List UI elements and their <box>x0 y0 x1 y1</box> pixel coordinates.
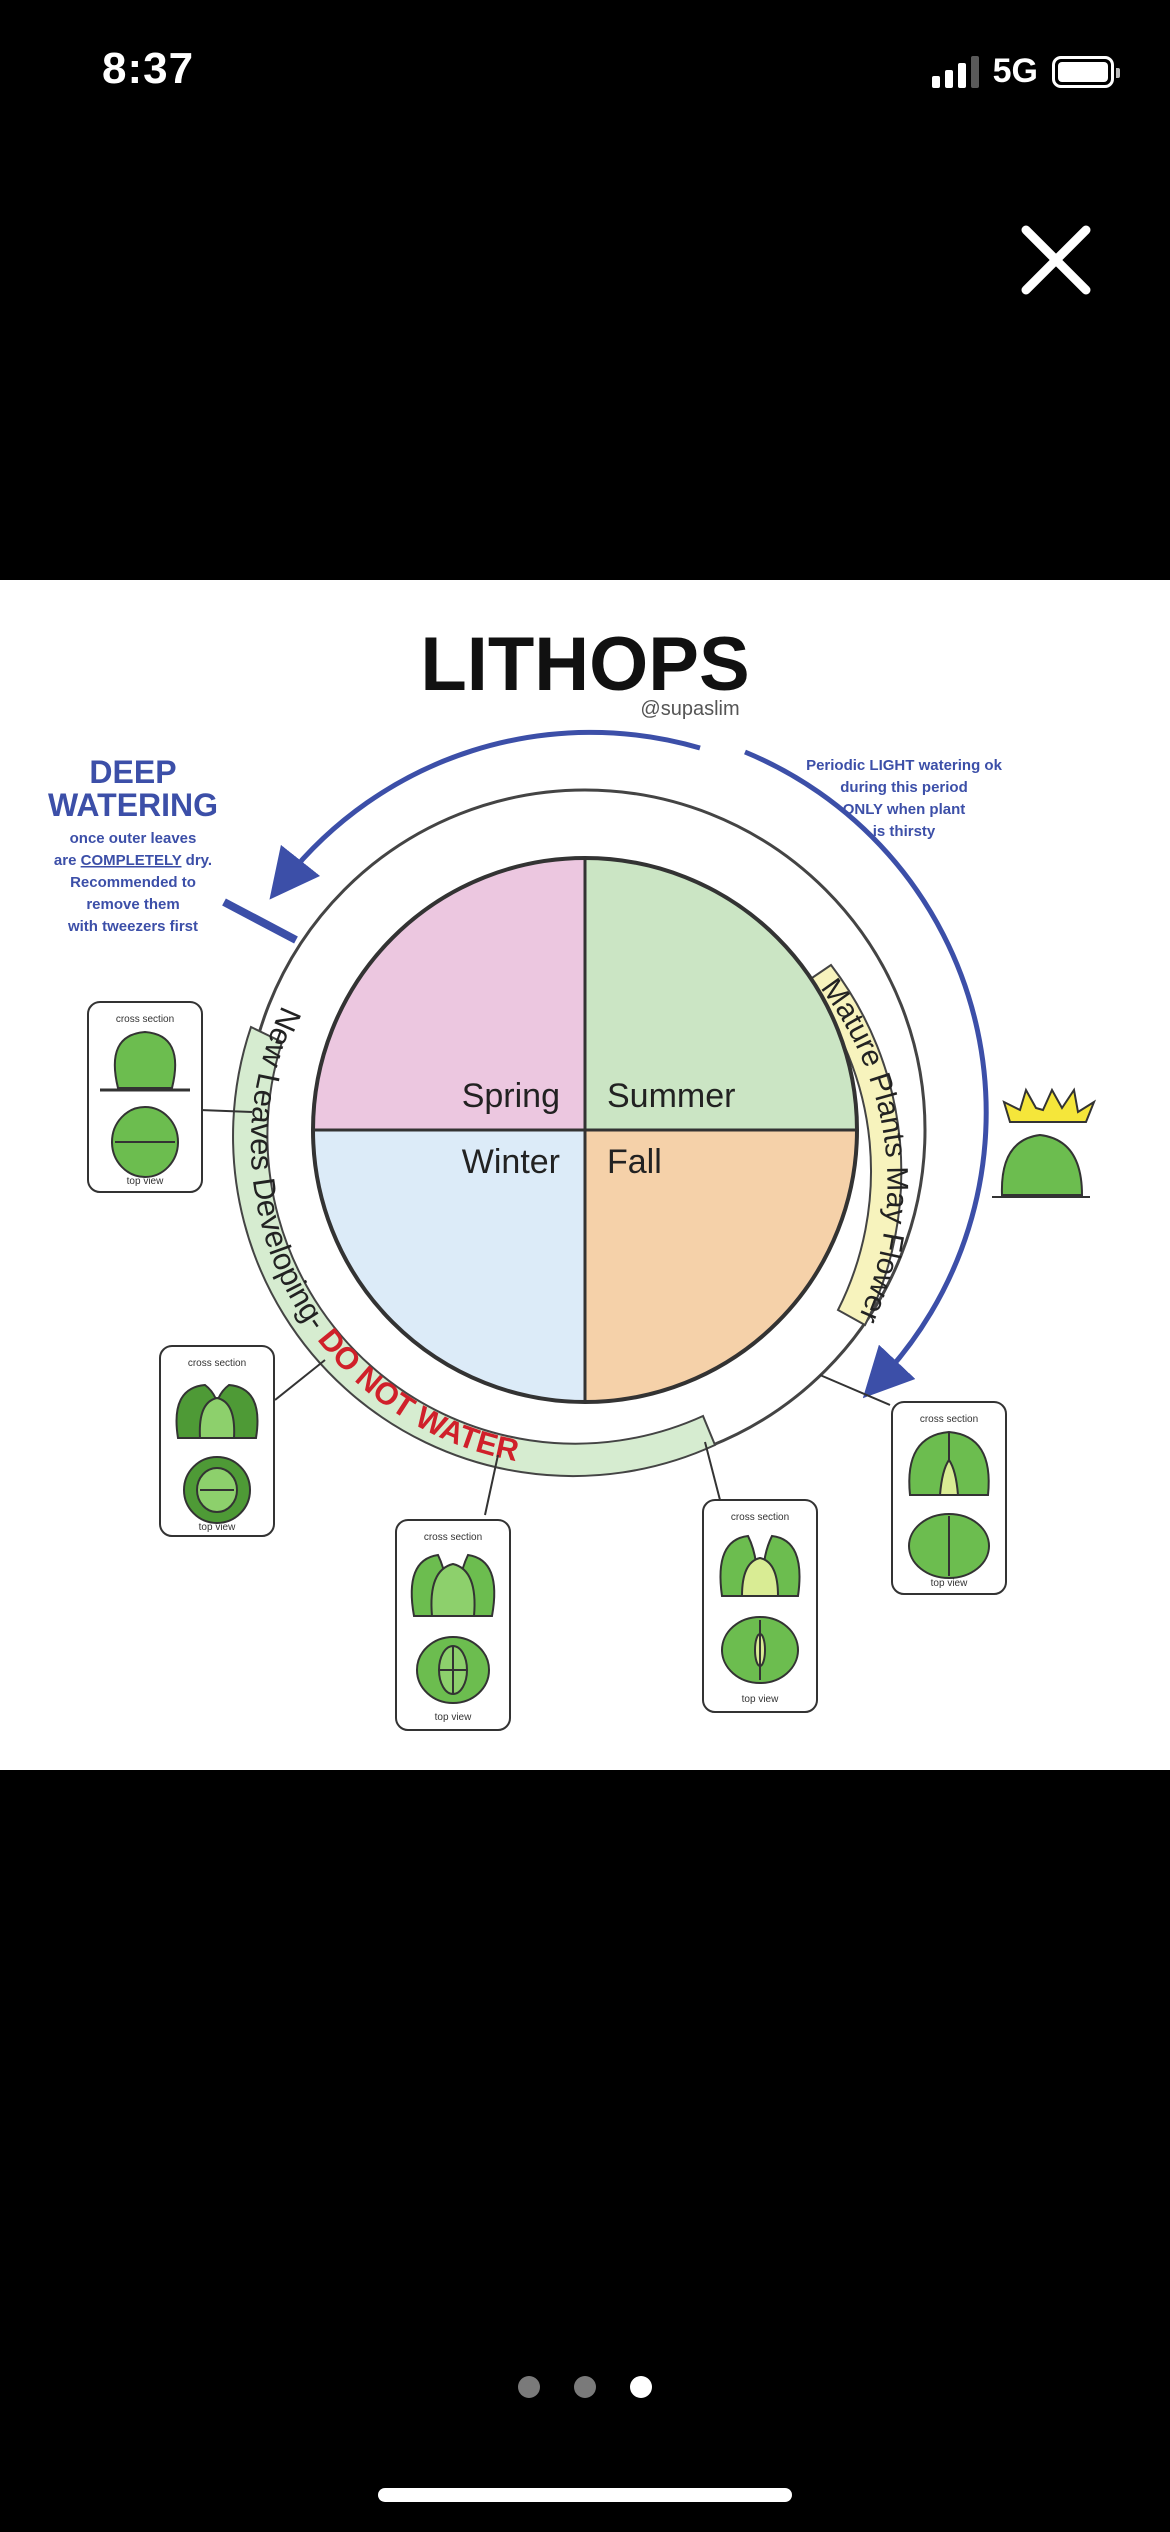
deep-watering-line-4: remove them <box>86 896 179 913</box>
network-label: 5G <box>992 52 1038 90</box>
stage-card-5: cross section top view <box>891 1401 1007 1595</box>
new-leaves-band <box>232 1025 717 1478</box>
light-watering-arrow <box>744 749 989 1399</box>
signal-icon <box>931 55 979 88</box>
page-dot-1[interactable] <box>518 2376 540 2398</box>
diagram-title: LITHOPS <box>420 622 749 707</box>
deep-watering-heading-2: WATERING <box>48 787 218 823</box>
lithops-diagram: LITHOPS @supaslim Spring Summer Winter F… <box>48 622 1097 1731</box>
stage-card-4-cross-label: cross section <box>731 1512 789 1523</box>
deep-watering-pointer <box>222 898 298 944</box>
deep-watering-line-2: are COMPLETELY dry. <box>54 852 212 869</box>
deep-watering-arrow <box>269 729 701 900</box>
season-winter: Winter <box>462 1143 560 1181</box>
stage-card-3: cross section top view <box>395 1519 511 1731</box>
status-time: 8:37 <box>102 44 195 93</box>
page-dot-2[interactable] <box>574 2376 596 2398</box>
home-indicator[interactable] <box>378 2488 792 2502</box>
light-watering-line-2: during this period <box>840 779 968 796</box>
deep-watering-line-3: Recommended to <box>70 874 196 891</box>
diagram-credit: @supaslim <box>640 698 739 720</box>
deep-watering-line-2-emph: COMPLETELY <box>81 852 182 869</box>
deep-watering-line-2-prefix: are <box>54 852 81 869</box>
page-indicator <box>0 2376 1170 2398</box>
light-watering-note: Periodic LIGHT watering ok during this p… <box>806 757 1003 840</box>
stage-card-2-cross-label: cross section <box>188 1358 246 1369</box>
flowering-lithops-icon <box>992 1087 1097 1198</box>
deep-watering-line-1: once outer leaves <box>70 830 197 847</box>
season-summer: Summer <box>607 1077 735 1115</box>
stage-card-3-cross-label: cross section <box>424 1532 482 1543</box>
close-button[interactable] <box>1016 220 1096 300</box>
deep-watering-line-5: with tweezers first <box>67 918 198 935</box>
stage-card-4-top-label: top view <box>742 1694 779 1705</box>
stage-card-4: cross section top view <box>702 1499 818 1713</box>
stage-card-2: cross section top view <box>159 1345 275 1537</box>
stage-card-1-cross-label: cross section <box>116 1014 174 1025</box>
close-icon <box>1021 225 1091 295</box>
season-wheel <box>311 856 859 1404</box>
status-bar: 8:37 5G <box>0 0 1170 150</box>
deep-watering-line-2-suffix: dry. <box>181 852 212 869</box>
flower-band <box>804 963 903 1327</box>
stage-card-5-top-label: top view <box>931 1578 968 1589</box>
light-watering-line-1: Periodic LIGHT watering ok <box>806 757 1003 774</box>
stage-card-3-top-label: top view <box>435 1712 472 1723</box>
stage-card-5-cross-label: cross section <box>920 1414 978 1425</box>
lithops-diagram-image[interactable]: LITHOPS @supaslim Spring Summer Winter F… <box>0 580 1170 1770</box>
card-connectors <box>199 1109 891 1516</box>
season-fall: Fall <box>607 1143 662 1181</box>
page-dot-3[interactable] <box>630 2376 652 2398</box>
stage-card-2-top-label: top view <box>199 1522 236 1533</box>
stage-card-1: cross section top view <box>87 1001 203 1193</box>
deep-watering-heading-1: DEEP <box>89 754 176 790</box>
status-icons: 5G <box>931 52 1120 91</box>
battery-icon <box>1052 55 1120 88</box>
deep-watering-note: DEEP WATERING once outer leaves are COMP… <box>48 754 218 935</box>
stage-card-1-top-label: top view <box>127 1176 164 1187</box>
light-watering-line-3: ONLY when plant <box>843 801 966 818</box>
season-spring: Spring <box>462 1077 560 1115</box>
light-watering-line-4: is thirsty <box>873 823 936 840</box>
